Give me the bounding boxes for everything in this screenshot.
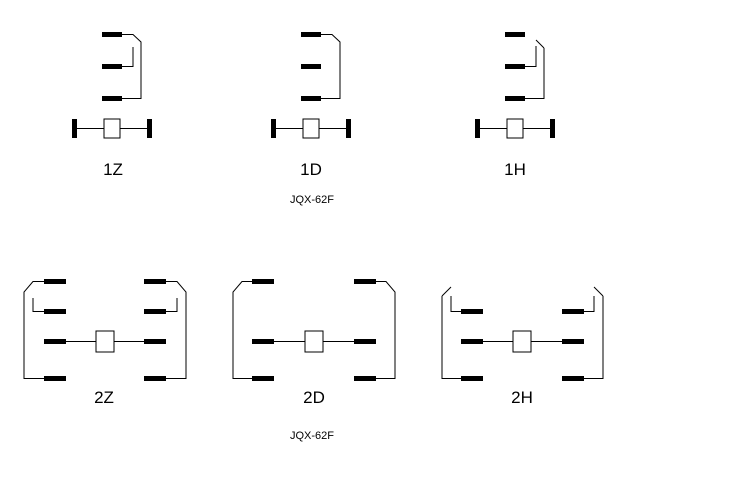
pin-left-3 — [461, 339, 483, 344]
contact-wire-bottom — [525, 48, 545, 99]
contact-wire-top — [122, 34, 142, 99]
model-label-row2: JQX-62F — [290, 430, 334, 442]
contact-wire-right-outer — [166, 281, 187, 379]
coil-pin-right — [550, 119, 555, 138]
pin-right-1 — [354, 279, 376, 284]
contact-wire-left-inner — [450, 296, 461, 312]
contact-group-1h — [505, 32, 545, 101]
coil-symbol — [506, 118, 524, 139]
variant-label: 2H — [511, 388, 533, 407]
contact-group-2d-left — [232, 279, 305, 381]
contact-wire-left-outer — [441, 296, 461, 379]
coil-pin-left — [271, 119, 276, 138]
pin-top — [505, 32, 525, 37]
contact-group-2z-left — [23, 279, 96, 381]
coil-pin-left — [475, 119, 480, 138]
diagram-2h: 2H — [441, 286, 604, 407]
coil-group-1z — [72, 118, 152, 139]
pin-right-4 — [144, 376, 166, 381]
diagram-1d: 1D — [271, 32, 351, 179]
coil-pin-right — [147, 119, 152, 138]
contact-wire-left-outer — [232, 281, 252, 379]
pin-right-4 — [562, 376, 584, 381]
contact-wire-right-outer — [584, 296, 604, 379]
pin-top — [301, 32, 321, 37]
contact-group-1d — [301, 32, 341, 101]
variant-label: 1D — [300, 160, 322, 179]
pin-right-2 — [144, 309, 166, 314]
pin-right-4 — [354, 376, 376, 381]
pin-left-4 — [461, 376, 483, 381]
coil-pin-left — [72, 119, 77, 138]
contact-wire-left-inner — [32, 298, 44, 312]
contact-group-1z — [102, 32, 142, 101]
coil-symbol — [302, 118, 320, 139]
pin-right-1 — [144, 279, 166, 284]
coil-group-1h — [475, 118, 555, 139]
pin-left-4 — [44, 376, 66, 381]
pin-middle — [301, 64, 321, 69]
pin-left-4 — [252, 376, 274, 381]
variant-label: 1Z — [103, 160, 123, 179]
diagram-2d: 2D — [232, 279, 396, 407]
pin-left-1 — [252, 279, 274, 284]
model-label-row1: JQX-62F — [290, 194, 334, 206]
coil-symbol — [512, 330, 532, 353]
contact-wire-right-inner — [584, 296, 595, 312]
pin-top — [102, 32, 122, 37]
contact-wire-middle — [122, 47, 134, 67]
coil-group-1d — [271, 118, 351, 139]
pin-bottom — [102, 96, 122, 101]
contact-group-2h-left — [441, 286, 513, 381]
pin-middle — [505, 64, 525, 69]
pin-left-2 — [461, 309, 483, 314]
variant-label: 1H — [504, 160, 526, 179]
contact-group-2d-right — [323, 279, 396, 381]
variant-label: 2D — [303, 388, 325, 407]
pin-middle — [102, 64, 122, 69]
contact-wire-right-inner — [166, 298, 178, 312]
contact-wire-right-outer — [376, 281, 396, 379]
contact-group-2z-right — [114, 279, 187, 381]
pin-right-2 — [562, 309, 584, 314]
pin-bottom — [301, 96, 321, 101]
diagram-1z: 1Z — [72, 32, 152, 179]
pin-left-3 — [44, 339, 66, 344]
pin-right-3 — [562, 339, 584, 344]
contact-wire-middle — [525, 46, 537, 67]
coil-symbol — [103, 118, 121, 139]
pin-left-2 — [44, 309, 66, 314]
pin-right-3 — [354, 339, 376, 344]
contact-blade-right — [593, 286, 604, 297]
coil-pin-right — [346, 119, 351, 138]
pin-left-3 — [252, 339, 274, 344]
contact-blade — [535, 39, 545, 49]
diagram-2z: 2Z — [23, 279, 187, 407]
diagram-1h: 1H — [475, 32, 555, 179]
contact-group-2h-right — [531, 286, 604, 381]
coil-symbol — [95, 330, 115, 353]
variant-label: 2Z — [94, 388, 114, 407]
coil-symbol — [304, 330, 324, 353]
pin-left-1 — [44, 279, 66, 284]
pin-bottom — [505, 96, 525, 101]
contact-wire-left-outer — [23, 281, 44, 379]
contact-wire-top — [321, 34, 341, 99]
pin-right-3 — [144, 339, 166, 344]
contact-blade-left — [441, 286, 452, 297]
